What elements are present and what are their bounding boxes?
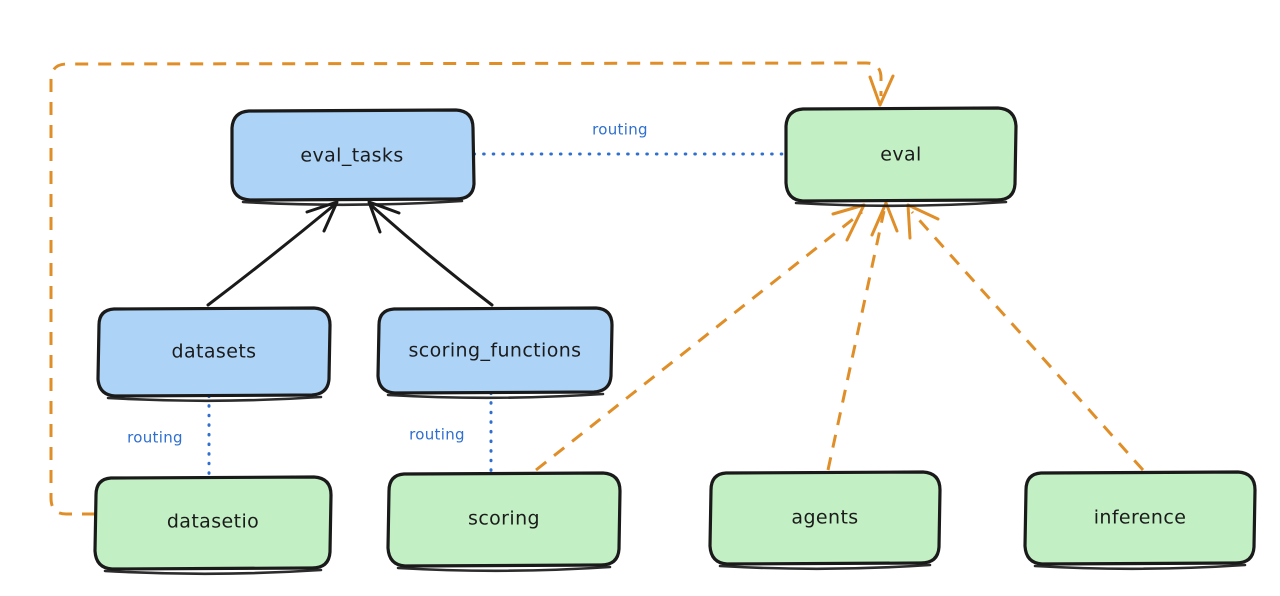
edge-scoring_functions-eval_tasks xyxy=(367,200,494,307)
edge-datasets-eval_tasks-path xyxy=(206,204,335,307)
edge-label-routing-eval: routing xyxy=(592,121,648,139)
node-scoring-shape[interactable] xyxy=(386,471,622,568)
edge-datasets-datasetio: routing xyxy=(127,394,211,480)
edge-inference-eval xyxy=(906,203,1145,472)
edge-datasetio-eval-arrowhead xyxy=(868,74,895,107)
node-eval_tasks-sketch-underline xyxy=(241,199,464,207)
edge-eval_tasks-eval: routing xyxy=(472,121,788,156)
node-scoring_functions-shape[interactable] xyxy=(376,306,614,395)
node-datasetio-shape[interactable] xyxy=(93,475,333,571)
node-eval_tasks-shape[interactable] xyxy=(230,108,476,202)
node-agents[interactable]: agents xyxy=(708,470,942,571)
node-datasetio[interactable]: datasetio xyxy=(93,475,333,576)
edge-agents-eval-arrowhead xyxy=(870,201,899,237)
edge-agents-eval xyxy=(826,201,899,471)
node-eval-shape[interactable] xyxy=(784,106,1018,203)
node-datasets[interactable]: datasets xyxy=(96,306,332,403)
node-scoring[interactable]: scoring xyxy=(386,471,622,573)
node-scoring_functions-sketch-underline xyxy=(386,392,605,400)
edge-scoring_functions-eval_tasks-arrowhead xyxy=(367,200,401,234)
edge-scoring_functions-scoring: routing xyxy=(409,391,493,476)
node-inference-shape[interactable] xyxy=(1023,470,1257,566)
edge-datasets-eval_tasks xyxy=(206,200,339,307)
node-datasetio-sketch-underline xyxy=(103,568,323,576)
node-eval-sketch-underline xyxy=(794,200,1008,208)
node-eval_tasks[interactable]: eval_tasks xyxy=(230,108,476,207)
node-scoring-sketch-underline xyxy=(396,565,612,573)
node-inference-sketch-underline xyxy=(1033,563,1247,571)
node-agents-shape[interactable] xyxy=(708,470,942,566)
node-datasets-shape[interactable] xyxy=(96,306,332,398)
node-eval[interactable]: eval xyxy=(784,106,1018,208)
edge-scoring-eval-path xyxy=(535,210,863,472)
node-inference[interactable]: inference xyxy=(1023,470,1257,571)
edge-scoring_functions-eval_tasks-path xyxy=(370,204,494,307)
edge-label-routing-scoring: routing xyxy=(409,426,465,444)
edge-inference-eval-path xyxy=(910,210,1145,472)
node-agents-sketch-underline xyxy=(718,563,932,571)
node-scoring_functions[interactable]: scoring_functions xyxy=(376,306,614,400)
edge-agents-eval-path xyxy=(826,210,886,471)
edge-datasetio-eval xyxy=(49,61,895,516)
edge-inference-eval-arrowhead xyxy=(906,203,940,240)
node-datasets-sketch-underline xyxy=(106,395,323,403)
edge-datasetio-eval-path xyxy=(49,61,883,516)
edge-label-routing-datasetio: routing xyxy=(127,429,183,447)
edge-datasets-eval_tasks-arrowhead xyxy=(305,200,339,233)
